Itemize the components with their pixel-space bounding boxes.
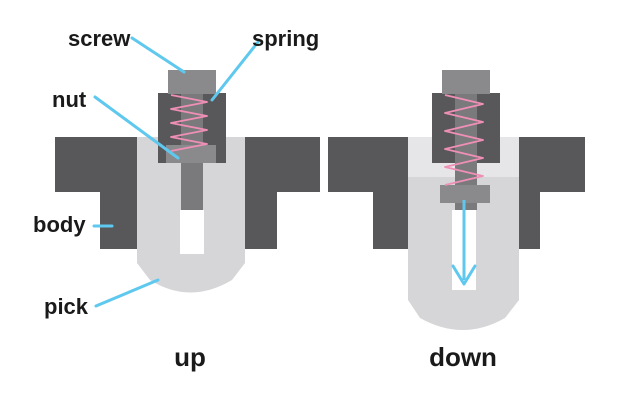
pick-slot-left bbox=[180, 210, 204, 254]
label-screw: screw bbox=[68, 26, 131, 51]
screw-nut-right bbox=[440, 185, 490, 203]
leader-screw bbox=[130, 36, 186, 74]
label-body: body bbox=[33, 212, 86, 237]
leader-nut bbox=[93, 95, 180, 160]
caption-down: down bbox=[429, 342, 497, 372]
leader-lines bbox=[92, 36, 260, 308]
label-spring: spring bbox=[252, 26, 319, 51]
assembly-up bbox=[55, 70, 320, 293]
label-pick: pick bbox=[44, 294, 89, 319]
leader-pick bbox=[94, 278, 160, 308]
spring-right bbox=[444, 94, 484, 186]
leader-spring bbox=[210, 40, 260, 102]
spring-left bbox=[170, 94, 208, 152]
label-nut: nut bbox=[52, 87, 87, 112]
screw-head-left bbox=[168, 70, 216, 94]
screw-head-right bbox=[442, 70, 490, 94]
assembly-down bbox=[328, 70, 585, 330]
down-arrow-icon bbox=[451, 264, 477, 286]
caption-up: up bbox=[174, 342, 206, 372]
